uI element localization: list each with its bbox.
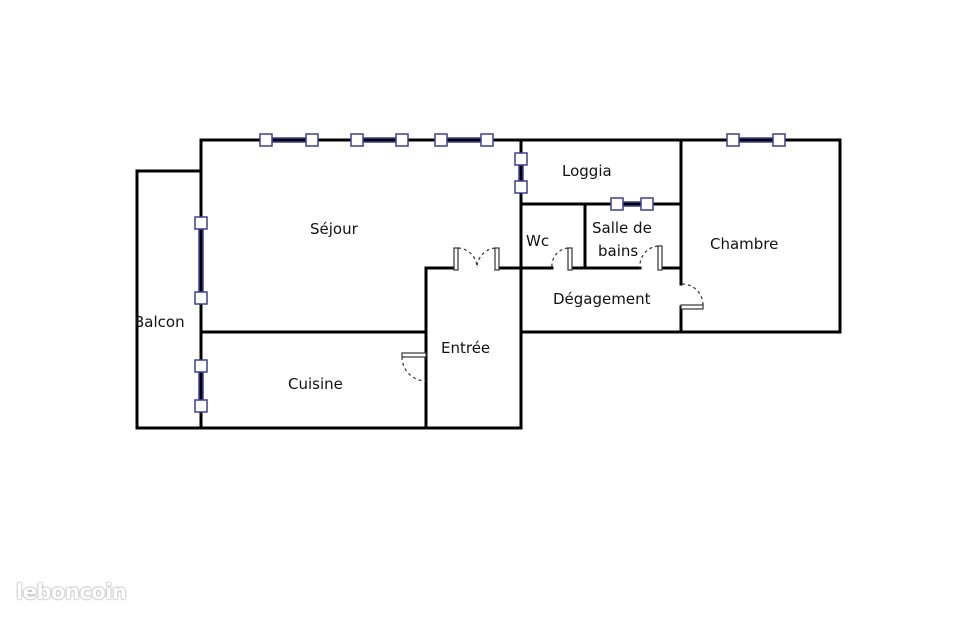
window-sejour-2 <box>350 133 409 147</box>
window-sejour-balcon <box>194 216 208 305</box>
window-sejour-3 <box>434 133 494 147</box>
doors <box>401 245 704 382</box>
room-label-loggia: Loggia <box>562 162 612 180</box>
room-label-salle-de-bains-2: bains <box>598 242 638 260</box>
door-cuisine <box>401 352 427 382</box>
room-label-sejour: Séjour <box>310 220 359 238</box>
door-sejour <box>453 247 500 271</box>
room-label-chambre: Chambre <box>710 235 778 253</box>
room-label-salle-de-bains-1: Salle de <box>592 219 652 237</box>
room-label-wc: Wc <box>526 232 549 250</box>
window-loggia <box>514 152 528 194</box>
room-label-balcon: Balcon <box>134 313 185 331</box>
room-label-entree: Entrée <box>441 339 490 357</box>
door-wc <box>551 247 573 271</box>
leboncoin-watermark: leboncoin <box>16 580 127 604</box>
walls <box>135 138 842 430</box>
window-chambre <box>726 133 786 147</box>
windows <box>194 133 786 413</box>
room-label-cuisine: Cuisine <box>288 375 343 393</box>
room-label-degagement: Dégagement <box>553 290 651 308</box>
door-salle-de-bains <box>639 245 663 271</box>
window-cuisine-balcon <box>194 359 208 413</box>
door-chambre <box>680 283 704 310</box>
window-sejour-1 <box>259 133 319 147</box>
window-salle-de-bains <box>610 197 654 211</box>
